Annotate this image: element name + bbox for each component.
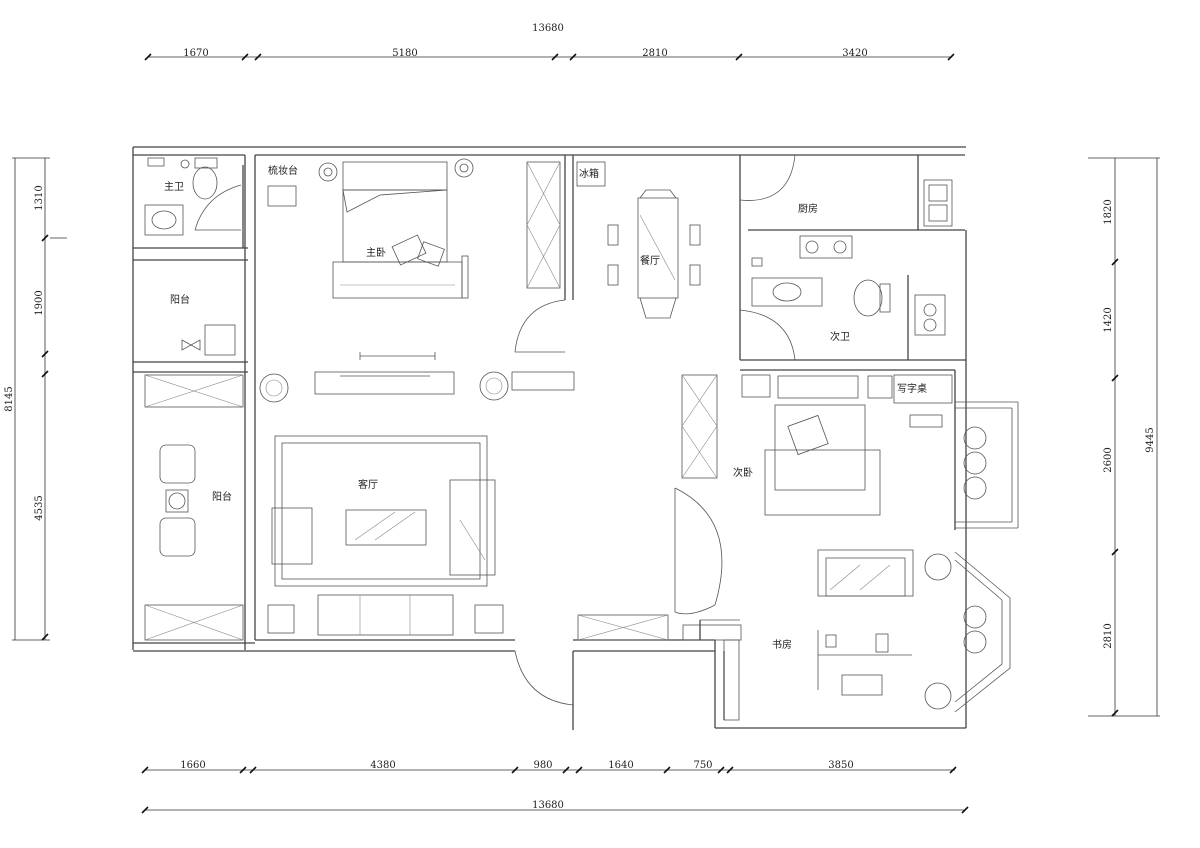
right-dim-1: 1820 — [1103, 199, 1114, 224]
master-bedroom: 梳妆台 主卧 — [267, 158, 561, 360]
right-total-dim: 9445 — [1145, 427, 1156, 452]
walls — [132, 146, 1019, 730]
room-label-desk: 写字桌 — [897, 382, 927, 395]
balcony-lower: 阳台 — [159, 444, 232, 557]
room-label-balcony-upper: 阳台 — [170, 293, 190, 306]
room-label-master-bedroom: 主卧 — [366, 246, 386, 259]
top-dim-4: 3420 — [842, 48, 867, 59]
bottom-total-dim: 13680 — [532, 800, 564, 811]
living-room: 客厅 — [259, 371, 575, 636]
room-label-fridge: 冰箱 — [579, 167, 599, 180]
room-label-second-bath: 次卫 — [830, 330, 850, 343]
dining: 冰箱 餐厅 — [576, 161, 701, 319]
storage-cabinet-left-upper — [144, 374, 244, 408]
bottom-dim-4: 1640 — [608, 760, 633, 771]
master-bath: 主卫 — [144, 157, 218, 236]
room-label-master-bath: 主卫 — [164, 181, 184, 193]
storage-cabinet-left-lower — [144, 604, 244, 641]
bottom-dimensions: 1660 4380 980 1640 750 3850 13680 — [141, 760, 969, 814]
left-dim-1: 1310 — [34, 185, 45, 210]
room-label-study: 书房 — [772, 638, 792, 651]
second-bath: 次卫 — [751, 257, 946, 343]
study: 书房 — [577, 549, 914, 721]
top-total-dim: 13680 — [532, 23, 564, 34]
plants-right — [924, 426, 987, 710]
left-dim-2: 1900 — [34, 290, 45, 315]
bottom-dim-1: 1660 — [180, 760, 205, 771]
right-dim-3: 2600 — [1103, 447, 1114, 472]
doors — [194, 154, 796, 706]
right-dim-4: 2810 — [1103, 623, 1114, 648]
room-label-dining: 餐厅 — [640, 254, 660, 267]
room-label-dresser: 梳妆台 — [268, 164, 298, 177]
top-dim-3: 2810 — [642, 48, 667, 59]
kitchen: 厨房 — [798, 179, 953, 259]
bottom-dim-5: 750 — [693, 760, 712, 771]
left-dim-3: 4535 — [34, 495, 45, 520]
right-dim-2: 1420 — [1103, 307, 1114, 332]
bottom-dim-6: 3850 — [828, 760, 853, 771]
bottom-dim-2: 4380 — [370, 760, 395, 771]
room-label-living: 客厅 — [358, 478, 378, 491]
top-dim-2: 5180 — [392, 48, 417, 59]
left-total-dim: 8145 — [4, 386, 15, 411]
room-label-balcony-lower: 阳台 — [212, 490, 232, 503]
second-bedroom: 写字桌 次卧 — [681, 374, 953, 516]
right-dimensions: 1820 1420 2600 2810 9445 — [1088, 157, 1160, 717]
top-dim-1: 1670 — [183, 48, 208, 59]
balcony-upper: 阳台 — [170, 293, 236, 356]
top-dimensions: 13680 1670 5180 2810 3420 — [144, 23, 955, 61]
room-label-kitchen: 厨房 — [798, 202, 818, 215]
left-dimensions: 8145 1310 1900 4535 — [4, 157, 67, 641]
room-label-second-bedroom: 次卧 — [733, 466, 753, 479]
bottom-dim-3: 980 — [533, 760, 552, 771]
